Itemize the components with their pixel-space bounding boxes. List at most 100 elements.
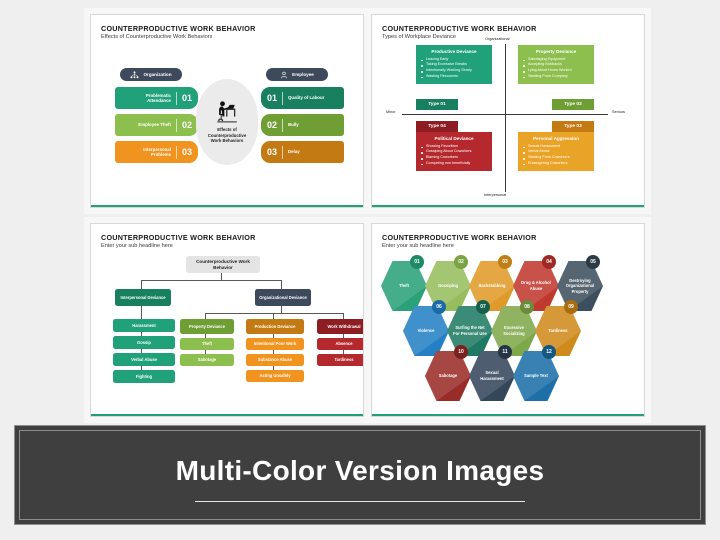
hex-05-label: Destroying Organizational Property — [565, 277, 595, 294]
hub-caption: Effects of Counterproductive Work Behavi… — [207, 127, 247, 144]
leaf-tardiness[interactable]: Tardiness — [317, 354, 363, 366]
leaf-label: Tardiness — [334, 357, 354, 363]
left-item-1[interactable]: Problematic Attendance 01 — [115, 87, 198, 109]
branch-right-label: Organizational Deviance — [259, 294, 307, 300]
leaf-gossip[interactable]: Gossip — [113, 336, 175, 349]
quadrant-type-01[interactable]: Productive Deviance Leaving Early Taking… — [416, 45, 492, 85]
right-item-2-label: Bully — [288, 122, 299, 128]
right-item-2[interactable]: 02 Bully — [261, 114, 344, 136]
branch-interpersonal-deviance[interactable]: Interpersonal Deviance — [115, 289, 171, 306]
quadrant-2-tab[interactable]: Type 02 — [552, 99, 594, 110]
slide-thumbnail-1[interactable]: COUNTERPRODUCTIVE WORK BEHAVIOR Effects … — [90, 14, 364, 208]
leaf-sabotage[interactable]: Sabotage — [180, 354, 234, 366]
organization-pill[interactable]: Organization — [120, 68, 182, 81]
connector — [343, 313, 344, 319]
slide1-subtitle: Effects of Counterproductive Work Behavi… — [101, 34, 213, 40]
divider — [175, 118, 177, 132]
divider — [282, 145, 284, 159]
quadrant-2-list: Sabotaging Equipment Accepting Kickbacks… — [523, 57, 589, 80]
connector — [343, 350, 344, 354]
hex-07-badge: 07 — [476, 300, 490, 314]
leaf-absence[interactable]: Absence — [317, 338, 363, 350]
leaf-label: Harassment — [132, 322, 156, 328]
leaf-work-withdrawal[interactable]: Work Withdrawal — [317, 319, 363, 334]
hex-09[interactable]: Tardiness — [535, 306, 581, 356]
quadrant-type-02[interactable]: Property Deviance Sabotaging Equipment A… — [518, 45, 594, 85]
list-item: Gossiping About Coworkers — [421, 149, 487, 155]
slide-thumbnail-2[interactable]: COUNTERPRODUCTIVE WORK BEHAVIOR Types of… — [371, 14, 645, 208]
leaf-harassment[interactable]: Harassment — [113, 319, 175, 332]
leaf-production-deviance[interactable]: Production Deviance — [246, 319, 304, 334]
hex-08-badge: 08 — [520, 300, 534, 314]
connector — [281, 280, 282, 289]
left-item-2[interactable]: Employee Theft 02 — [115, 114, 198, 136]
hex-10[interactable]: Sabotage — [425, 351, 471, 401]
leaf-substance-abuse[interactable]: Substance Abuse — [246, 354, 304, 366]
connector — [205, 313, 206, 319]
worker-at-desk-icon — [217, 101, 237, 123]
hex-03-label: Backstabbing — [478, 283, 506, 289]
leaf-fighting[interactable]: Fighting — [113, 370, 175, 383]
connector — [141, 349, 142, 353]
left-item-1-label: Problematic Attendance — [145, 92, 171, 104]
bottom-banner: Multi-Color Version Images — [14, 425, 706, 525]
list-item: Blaming Coworkers — [421, 155, 487, 161]
slide4-subtitle: Enter your sub headline here — [382, 243, 454, 249]
slide-thumbnail-3[interactable]: COUNTERPRODUCTIVE WORK BEHAVIOR Enter yo… — [90, 223, 364, 417]
list-item: Competing non beneficially — [421, 161, 487, 167]
list-item: Sexual Harassment — [523, 144, 589, 150]
slide-thumbnail-4[interactable]: COUNTERPRODUCTIVE WORK BEHAVIOR Enter yo… — [371, 223, 645, 417]
leaf-theft[interactable]: Theft — [180, 338, 234, 350]
divider — [282, 118, 284, 132]
leaf-label: Production Deviance — [254, 323, 296, 329]
hex-07-label: Surfing the Net For Personal Use — [453, 325, 487, 336]
connector — [141, 306, 142, 319]
quadrant-4-tab-label: Type 04 — [428, 124, 446, 129]
quadrant-type-04[interactable]: Political Deviance Showing Favoritism Go… — [416, 132, 492, 172]
slide-accent-bar — [372, 205, 644, 207]
connector — [141, 280, 142, 289]
hex-06-label: Violence — [417, 328, 435, 334]
left-item-3-label: Interpersonal Problems — [143, 146, 171, 158]
banner-title: Multi-Color Version Images — [175, 454, 545, 486]
list-item: Leaving Early — [421, 57, 487, 63]
right-item-1[interactable]: 01 Quality of Labour — [261, 87, 344, 109]
hex-05-badge: 05 — [586, 255, 600, 269]
quadrant-4-list: Showing Favoritism Gossiping About Cowor… — [421, 144, 487, 167]
left-item-3[interactable]: Interpersonal Problems 03 — [115, 141, 198, 163]
quadrant-type-03[interactable]: Personal Aggression Sexual Harassment Ve… — [518, 132, 594, 172]
hex-11-label: Sexual Harassment — [480, 370, 504, 381]
hex-11-badge: 11 — [498, 345, 512, 359]
list-item: Intentionally Working Slowly — [421, 68, 487, 74]
quadrant-1-tab[interactable]: Type 01 — [416, 99, 458, 110]
leaf-label: Fighting — [135, 373, 153, 379]
quadrant-1-heading: Productive Deviance — [431, 49, 477, 54]
connector — [205, 313, 343, 314]
hex-01[interactable]: Theft — [381, 261, 427, 311]
list-item: Stealing From Company — [523, 74, 589, 80]
axis-label-bottom: Interpersonal — [484, 193, 507, 197]
quadrant-3-tab[interactable]: Type 03 — [552, 121, 594, 132]
quadrant-1-list: Leaving Early Taking Excessive Breaks In… — [421, 57, 487, 80]
slide1-title: COUNTERPRODUCTIVE WORK BEHAVIOR — [101, 24, 256, 33]
leaf-property-deviance[interactable]: Property Deviance — [180, 319, 234, 334]
hex-10-badge: 10 — [454, 345, 468, 359]
hex-06[interactable]: Violence — [403, 306, 449, 356]
leaf-acting-unsafely[interactable]: Acting Unsafely — [246, 370, 304, 382]
leaf-verbal-abuse[interactable]: Verbal Abuse — [113, 353, 175, 366]
leaf-intentional-poor-work[interactable]: Intentional Poor Work — [246, 338, 304, 350]
tree-root-node[interactable]: Counterproductive Work Behavior — [186, 256, 260, 273]
center-hub: Effects of Counterproductive Work Behavi… — [196, 79, 258, 165]
connector — [343, 334, 344, 338]
employee-pill[interactable]: Employee — [266, 68, 328, 81]
slide3-subtitle: Enter your sub headline here — [101, 243, 173, 249]
right-item-3[interactable]: 03 Delay — [261, 141, 344, 163]
branch-organizational-deviance[interactable]: Organizational Deviance — [255, 289, 311, 306]
hex-12[interactable]: Sample Text — [513, 351, 559, 401]
hex-11[interactable]: Sexual Harassment — [469, 351, 515, 401]
list-item: Accepting Kickbacks — [523, 62, 589, 68]
right-item-3-label: Delay — [288, 149, 300, 155]
quadrant-4-tab[interactable]: Type 04 — [416, 121, 458, 132]
quadrant-2-heading: Property Deviance — [535, 49, 577, 54]
